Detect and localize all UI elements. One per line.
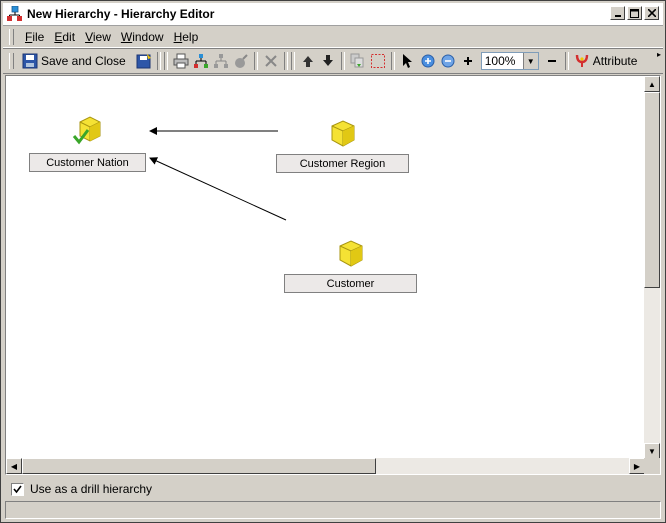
maximize-icon <box>630 8 639 18</box>
checkmark-icon <box>13 485 22 493</box>
drill-option-row: Use as a drill hierarchy <box>5 479 661 499</box>
scroll-left-button[interactable]: ◀ <box>6 458 22 474</box>
move-down-icon <box>322 55 333 66</box>
node-label[interactable]: Customer Region <box>276 154 409 173</box>
hierarchy-disabled-icon <box>213 54 228 68</box>
save-as-icon <box>136 54 151 69</box>
minus-icon <box>547 60 556 62</box>
window-title: New Hierarchy - Hierarchy Editor <box>27 7 215 21</box>
zoom-out-button[interactable] <box>438 50 458 72</box>
attribute-label: Attribute <box>592 54 638 68</box>
pointer-icon <box>402 54 412 68</box>
hierarchy-disabled-button[interactable] <box>211 50 231 72</box>
scroll-right-button[interactable]: ▶ <box>629 458 645 474</box>
menu-help[interactable]: Help <box>173 30 199 44</box>
drill-hierarchy-label: Use as a drill hierarchy <box>30 482 153 496</box>
vertical-scrollbar[interactable]: ▲ ▼ <box>643 76 660 459</box>
save-and-close-button[interactable]: Save and Close <box>20 50 128 72</box>
chevron-down-icon[interactable]: ▼ <box>522 53 538 69</box>
zoom-select[interactable]: 100% ▼ <box>480 52 539 70</box>
minimize-icon <box>614 15 621 17</box>
print-icon <box>173 53 189 69</box>
cube-icon <box>339 240 363 267</box>
delete-icon <box>265 55 277 67</box>
pointer-button[interactable] <box>398 50 418 72</box>
copy-disabled-button[interactable] <box>348 50 368 72</box>
save-icon <box>22 53 38 69</box>
title-bar: New Hierarchy - Hierarchy Editor <box>3 3 663 26</box>
hierarchy-icon <box>193 54 208 68</box>
menu-grip[interactable] <box>9 29 14 45</box>
menu-view[interactable]: View <box>85 30 111 44</box>
relationship-arrow-customer-nation <box>149 157 287 221</box>
close-icon <box>647 9 656 17</box>
minimize-button[interactable] <box>610 6 625 20</box>
hierarchy-button[interactable] <box>191 50 211 72</box>
attribute-button[interactable]: Attribute <box>572 50 640 72</box>
drill-hierarchy-checkbox[interactable] <box>11 482 24 496</box>
menu-bar: File Edit View Window Help <box>3 27 663 48</box>
print-button[interactable] <box>171 50 191 72</box>
plus-button[interactable] <box>458 50 478 72</box>
plus-icon <box>463 57 472 65</box>
cube-check-icon <box>72 116 101 145</box>
move-up-icon <box>302 56 313 67</box>
toolbar: Save and Close <box>3 48 663 74</box>
vertical-scroll-thumb[interactable] <box>644 92 660 288</box>
menu-edit[interactable]: Edit <box>54 30 76 44</box>
menu-file[interactable]: File <box>25 30 45 44</box>
close-button[interactable] <box>644 6 659 20</box>
zoom-in-icon <box>421 54 435 68</box>
toolbar-grip[interactable] <box>9 53 14 69</box>
horizontal-scrollbar[interactable]: ◀ ▶ <box>6 458 645 474</box>
delete-button[interactable] <box>261 50 281 72</box>
app-icon <box>7 5 23 22</box>
node-label[interactable]: Customer <box>284 274 417 293</box>
menu-window[interactable]: Window <box>120 30 164 44</box>
scroll-up-button[interactable]: ▲ <box>644 76 660 92</box>
attribute-icon <box>575 54 588 67</box>
scroll-corner <box>644 458 660 474</box>
horizontal-scroll-thumb[interactable] <box>22 458 376 474</box>
hierarchy-canvas[interactable]: Customer Nation Customer Region Customer <box>5 75 661 475</box>
select-rect-button[interactable] <box>368 50 388 72</box>
cube-icon <box>331 120 355 147</box>
relationship-lines <box>149 127 287 221</box>
select-rect-icon <box>370 54 385 68</box>
maximize-button[interactable] <box>627 6 642 20</box>
zoom-in-button[interactable] <box>418 50 438 72</box>
status-bar <box>5 501 661 519</box>
toolbar-overflow-icon[interactable]: ▸ <box>656 50 661 59</box>
save-as-button[interactable] <box>134 50 154 72</box>
copy-disabled-icon <box>350 53 364 68</box>
node-label[interactable]: Customer Nation <box>29 153 146 172</box>
scroll-down-button[interactable]: ▼ <box>644 443 660 459</box>
move-up-button[interactable] <box>298 50 318 72</box>
tool-disabled-button[interactable] <box>231 50 251 72</box>
zoom-value: 100% <box>484 54 516 68</box>
save-and-close-label: Save and Close <box>41 54 126 68</box>
move-down-button[interactable] <box>318 50 338 72</box>
zoom-out-icon <box>441 54 455 68</box>
minus-button[interactable] <box>542 50 562 72</box>
tool-disabled-icon <box>234 54 248 68</box>
